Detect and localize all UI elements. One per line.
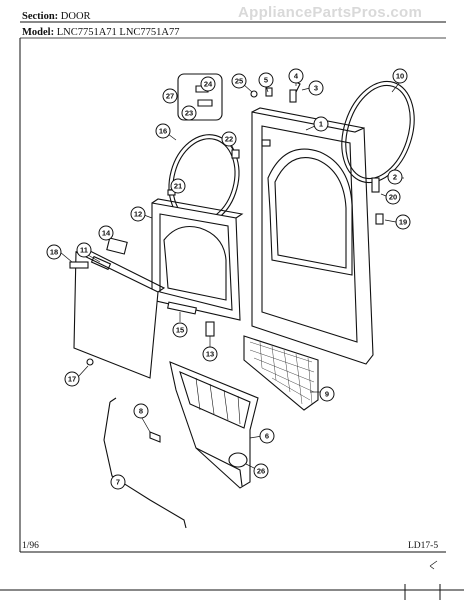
- part-screw: [86, 358, 94, 366]
- callout-6: 6: [259, 428, 275, 444]
- part-slide: [197, 99, 213, 107]
- svg-text:6: 6: [265, 432, 269, 441]
- part-lint-screen: [243, 335, 319, 411]
- hardware-inset-box: [177, 73, 223, 121]
- watermark: AppliancePartsPros.com: [238, 4, 423, 21]
- callout-5: 5: [258, 72, 274, 88]
- part-striker: [371, 177, 380, 193]
- svg-text:12: 12: [134, 210, 142, 219]
- svg-text:19: 19: [399, 218, 407, 227]
- callout-17: 17: [64, 371, 80, 387]
- part-plug: [250, 90, 258, 98]
- svg-text:23: 23: [185, 109, 193, 118]
- callout-15: 15: [172, 322, 188, 338]
- callout-11: 11: [76, 242, 92, 258]
- model-label: Model:: [22, 27, 55, 38]
- callout-19: 19: [395, 214, 411, 230]
- svg-text:26: 26: [257, 467, 265, 476]
- svg-text:15: 15: [176, 326, 184, 335]
- part-label-plate: [106, 237, 128, 255]
- model-values: LNC7751A71 LNC7751A77: [56, 27, 180, 38]
- callout-2: 2: [387, 169, 403, 185]
- part-clip: [149, 431, 161, 443]
- part-catch-plate: [375, 213, 384, 225]
- callout-25: 25: [231, 73, 247, 89]
- part-outer-door-panel: [251, 107, 374, 365]
- part-o-ring: [228, 452, 248, 468]
- footer-page-code: LD17-5: [408, 541, 439, 551]
- svg-text:3: 3: [314, 84, 318, 93]
- svg-text:8: 8: [139, 407, 143, 416]
- callout-12: 12: [130, 206, 146, 222]
- callout-8: 8: [133, 403, 149, 419]
- part-lint-duct: [169, 361, 259, 489]
- callout-23: 23: [181, 105, 197, 121]
- svg-text:9: 9: [325, 390, 329, 399]
- callout-9: 9: [319, 386, 335, 402]
- model-header: Model: LNC7751A71 LNC7751A77: [22, 27, 180, 38]
- svg-text:24: 24: [204, 80, 213, 89]
- svg-text:13: 13: [206, 350, 214, 359]
- svg-text:18: 18: [50, 248, 58, 257]
- callout-26: 26: [253, 463, 269, 479]
- svg-text:16: 16: [159, 127, 167, 136]
- part-inner-door-frame: [151, 198, 244, 321]
- svg-text:21: 21: [174, 182, 182, 191]
- footer-date: 1/96: [22, 541, 39, 551]
- callout-14: 14: [98, 225, 114, 241]
- svg-text:11: 11: [80, 246, 88, 255]
- part-door-cable: [103, 397, 187, 529]
- callout-20: 20: [385, 189, 401, 205]
- callout-3: 3: [308, 80, 324, 96]
- callout-16: 16: [155, 123, 171, 139]
- part-door-handle: [69, 261, 89, 269]
- callout-21: 21: [170, 178, 186, 194]
- section-label: Section:: [22, 11, 59, 22]
- svg-text:4: 4: [294, 72, 299, 81]
- section-value: DOOR: [60, 11, 91, 22]
- svg-text:22: 22: [225, 135, 233, 144]
- callout-13: 13: [202, 346, 218, 362]
- callout-27: 27: [162, 88, 178, 104]
- callout-10: 10: [392, 68, 408, 84]
- svg-text:14: 14: [102, 229, 111, 238]
- part-hinge: [205, 321, 215, 337]
- callout-1: 1: [313, 116, 329, 132]
- svg-text:2: 2: [393, 173, 397, 182]
- part-latch: [289, 89, 297, 103]
- callout-18: 18: [46, 244, 62, 260]
- svg-text:17: 17: [68, 375, 76, 384]
- callout-4: 4: [288, 68, 304, 84]
- part-trim-strip: [167, 301, 197, 315]
- callout-7: 7: [110, 474, 126, 490]
- part-bumper: [265, 87, 273, 97]
- svg-text:7: 7: [116, 478, 120, 487]
- svg-text:20: 20: [389, 193, 397, 202]
- part-gasket-right: [341, 80, 415, 184]
- section-header: Section: DOOR: [22, 11, 91, 22]
- callout-22: 22: [221, 131, 237, 147]
- svg-text:25: 25: [235, 77, 243, 86]
- svg-text:1: 1: [319, 120, 323, 129]
- callout-24: 24: [200, 76, 216, 92]
- svg-text:10: 10: [396, 72, 404, 81]
- svg-text:27: 27: [166, 92, 174, 101]
- corner-mark: [429, 560, 438, 570]
- part-grommet: [231, 149, 240, 159]
- svg-text:5: 5: [264, 76, 268, 85]
